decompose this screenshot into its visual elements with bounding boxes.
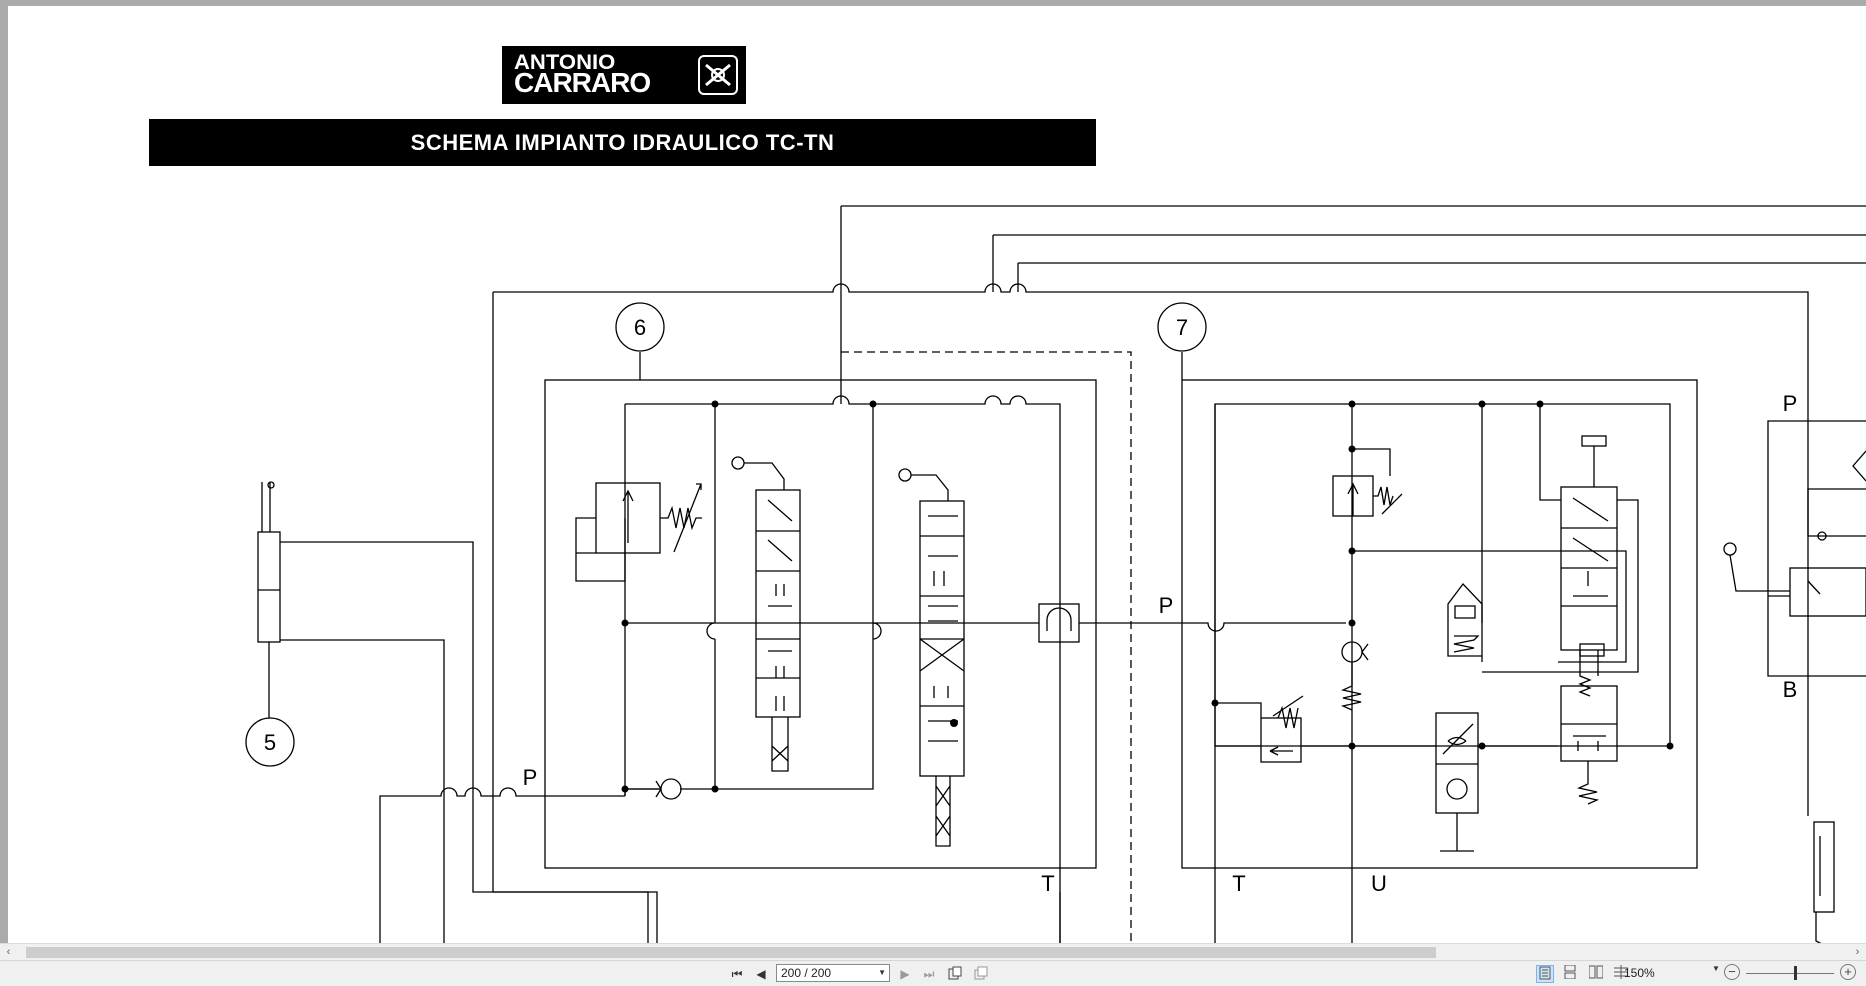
continuous-icon[interactable] <box>1561 964 1579 983</box>
zoom-slider-thumb[interactable] <box>1794 966 1797 980</box>
zoom-dropdown-icon[interactable]: ▼ <box>1712 964 1720 973</box>
scroll-right-icon[interactable]: › <box>1855 946 1860 958</box>
callout-6-label: 6 <box>634 315 646 340</box>
last-page-icon[interactable]: ⏭ <box>923 967 935 981</box>
logo-line-2: CARRARO <box>514 67 651 98</box>
callout-7 <box>1157 302 1207 352</box>
logo-line-1: ANTONIO <box>514 51 616 74</box>
two-page-continuous-icon[interactable] <box>1612 965 1630 983</box>
port-label-u: U <box>1371 871 1387 896</box>
status-bar: ⏮ ◀ 200 / 200 ▼ ▶ ⏭ 150% ▼ − + <box>0 960 1866 986</box>
scrollbar-thumb[interactable] <box>26 947 1436 958</box>
port-label-p1: P <box>523 765 538 790</box>
two-page-icon[interactable] <box>1587 965 1605 983</box>
port-label-t1: T <box>1041 871 1054 896</box>
prev-page-icon[interactable]: ◀ <box>756 967 766 981</box>
scroll-left-icon[interactable]: ‹ <box>6 946 11 958</box>
zoom-out-icon[interactable]: − <box>1724 964 1740 980</box>
horizontal-scrollbar[interactable]: ‹ › <box>0 943 1866 961</box>
next-page-icon[interactable]: ▶ <box>900 967 910 981</box>
hydraulic-schematic: 5 6 7 P P P B T T U <box>245 205 1866 943</box>
first-page-icon[interactable]: ⏮ <box>731 967 743 981</box>
zoom-level[interactable]: 150% <box>1624 966 1655 980</box>
callout-5 <box>245 717 295 767</box>
company-logo: ANTONIO CARRARO <box>502 46 746 104</box>
zoom-slider[interactable] <box>1746 973 1834 974</box>
page-title: SCHEMA IMPIANTO IDRAULICO TC-TN <box>149 119 1096 166</box>
port-label-t2: T <box>1232 871 1245 896</box>
port-label-p2: P <box>1159 593 1174 618</box>
copy-view-icon[interactable] <box>972 965 990 983</box>
callout-5-label: 5 <box>264 730 276 755</box>
page-dropdown-icon[interactable]: ▼ <box>878 968 886 977</box>
document-page: ANTONIO CARRARO SCHEMA IMPIANTO IDRAULIC… <box>8 6 1866 943</box>
single-page-icon[interactable] <box>1536 965 1554 983</box>
page-number-field[interactable]: 200 / 200 ▼ <box>776 964 890 982</box>
zoom-in-icon[interactable]: + <box>1840 964 1856 980</box>
page-number-value: 200 / 200 <box>781 966 832 980</box>
rotate-icon[interactable] <box>946 965 964 983</box>
port-label-p3: P <box>1783 391 1798 416</box>
port-label-b: B <box>1783 677 1798 702</box>
callout-7-label: 7 <box>1176 315 1188 340</box>
callout-6 <box>615 302 665 352</box>
logo-emblem-icon <box>698 55 738 95</box>
